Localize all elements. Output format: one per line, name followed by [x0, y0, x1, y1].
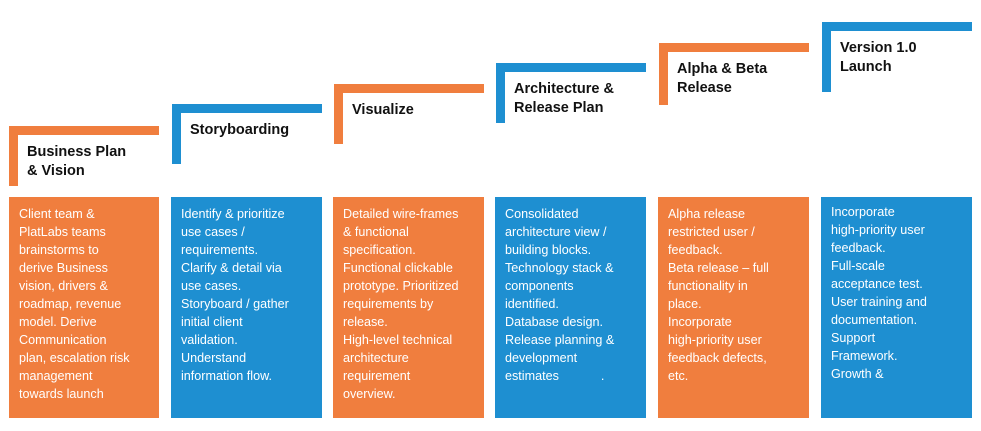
- bracket-top-bar: [172, 104, 322, 113]
- description-line: vision, drivers &: [19, 279, 108, 293]
- description-line: User training and: [831, 295, 927, 309]
- description-line: plan, escalation risk: [19, 351, 130, 365]
- description-line: feedback defects,: [668, 351, 767, 365]
- description-line: acceptance test.: [831, 277, 923, 291]
- description-line: Communication: [19, 333, 107, 347]
- description-line: release.: [343, 315, 388, 329]
- description-line: Incorporate: [831, 205, 895, 219]
- stage-title: Architecture & Release Plan: [514, 81, 614, 116]
- description-line: overview.: [343, 387, 396, 401]
- description-line: PlatLabs teams: [19, 225, 106, 239]
- description-line: architecture: [343, 351, 409, 365]
- description-line: use cases.: [181, 279, 242, 293]
- description-line: Growth &: [831, 367, 884, 381]
- description-line: requirements by: [343, 297, 434, 311]
- description-line: Beta release – full: [668, 261, 769, 275]
- bracket-top-bar: [9, 126, 159, 135]
- bracket-top-bar: [659, 43, 809, 52]
- description-line: Release planning &: [505, 333, 615, 347]
- stage-description-box: Incorporate high-priority user feedback. Fu…: [821, 197, 972, 418]
- description-line: towards launch: [19, 387, 104, 401]
- description-line: restricted user /: [668, 225, 755, 239]
- bracket-left-bar: [172, 104, 181, 164]
- description-line: requirement: [343, 369, 411, 383]
- description-line: model. Derive: [19, 315, 97, 329]
- stage-description-box: Alpha release restricted user / feedback. B…: [658, 197, 809, 418]
- description-line: building blocks.: [505, 243, 592, 257]
- description-line: derive Business: [19, 261, 108, 275]
- description-line: requirements.: [181, 243, 258, 257]
- description-line: Consolidated: [505, 207, 579, 221]
- description-line: High-level technical: [343, 333, 453, 347]
- stage-title: Alpha & Beta Release: [677, 61, 768, 96]
- description-line: high-priority user: [831, 223, 925, 237]
- stage-title: Business Plan & Vision: [27, 144, 127, 179]
- description-line: Identify & prioritize: [181, 207, 285, 221]
- description-line: Incorporate: [668, 315, 732, 329]
- description-line: Understand: [181, 351, 247, 365]
- description-line: components: [505, 279, 574, 293]
- description-line: information flow.: [181, 369, 272, 383]
- bracket-left-bar: [496, 63, 505, 123]
- bracket-top-bar: [334, 84, 484, 93]
- description-line: & functional: [343, 225, 409, 239]
- bracket-left-bar: [334, 84, 343, 144]
- stage-title: Version 1.0 Launch: [840, 40, 917, 75]
- description-line: prototype. Prioritized: [343, 279, 459, 293]
- description-line: Full-scale: [831, 259, 885, 273]
- description-line: Framework.: [831, 349, 898, 363]
- description-line: documentation.: [831, 313, 918, 327]
- bracket-left-bar: [659, 43, 668, 105]
- description-line: identified.: [505, 297, 559, 311]
- description-line: feedback.: [668, 243, 723, 257]
- description-line: Technology stack &: [505, 261, 614, 275]
- description-line: roadmap, revenue: [19, 297, 122, 311]
- stage-description-box: Consolidated architecture view / building …: [495, 197, 646, 418]
- description-line: Database design.: [505, 315, 604, 329]
- stage-title: Visualize: [352, 102, 414, 118]
- stage-title: Storyboarding: [190, 122, 290, 138]
- description-line: initial client: [181, 315, 243, 329]
- bracket-top-bar: [496, 63, 646, 72]
- description-line: Clarify & detail via: [181, 261, 282, 275]
- bracket-left-bar: [822, 22, 831, 92]
- stage-description-box: Detailed wire-frames & functional specific…: [333, 197, 484, 418]
- description-line: validation.: [181, 333, 238, 347]
- description-line: development: [505, 351, 578, 365]
- description-line: feedback.: [831, 241, 886, 255]
- description-line: use cases /: [181, 225, 245, 239]
- bracket-top-bar: [822, 22, 972, 31]
- description-line: architecture view /: [505, 225, 607, 239]
- bracket-left-bar: [9, 126, 18, 186]
- description-line: specification.: [343, 243, 416, 257]
- description-line: place.: [668, 297, 702, 311]
- stage-description-box: Identify & prioritize use cases / requirem…: [171, 197, 322, 418]
- description-line: Support: [831, 331, 876, 345]
- description-line: brainstorms to: [19, 243, 99, 257]
- description-line: estimates .: [505, 369, 605, 383]
- description-line: Detailed wire-frames: [343, 207, 459, 221]
- description-line: Functional clickable: [343, 261, 453, 275]
- description-line: functionality in: [668, 279, 748, 293]
- description-line: etc.: [668, 369, 689, 383]
- description-line: high-priority user: [668, 333, 762, 347]
- description-line: Client team &: [19, 207, 95, 221]
- description-line: management: [19, 369, 93, 383]
- description-line: Alpha release: [668, 207, 746, 221]
- description-line: Storyboard / gather: [181, 297, 289, 311]
- stage-description-box: Client team & PlatLabs teams brainstorms t…: [9, 197, 159, 418]
